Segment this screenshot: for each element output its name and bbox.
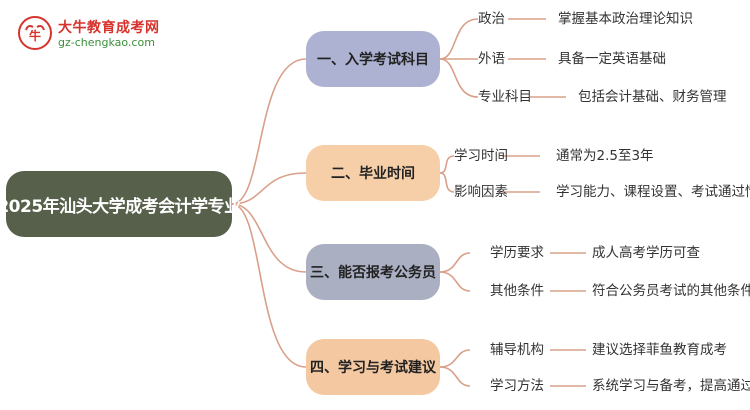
connector-root-b2: [231, 172, 307, 205]
connector-root-b4: [231, 203, 307, 368]
leaf-detail: 具备一定英语基础: [558, 51, 666, 67]
leaf-detail: 通常为2.5至3年: [556, 148, 654, 164]
leaf-label: 其他条件: [490, 283, 544, 299]
logo-url: gz-chengkao.com: [58, 36, 155, 49]
leaf-detail: 成人高考学历可查: [592, 245, 700, 261]
leaf-detail: 包括会计基础、财务管理: [578, 89, 727, 105]
branch-graduation-time: 二、毕业时间: [306, 145, 440, 201]
leaf-label: 学习方法: [490, 378, 544, 394]
leaf-detail: 建议选择菲鱼教育成考: [592, 342, 727, 358]
leaf-label: 外语: [478, 51, 505, 67]
connector-root-b3: [231, 203, 307, 273]
leaf-label: 影响因素: [454, 184, 508, 200]
leaf-detail: 学习能力、课程设置、考试通过情况: [556, 184, 750, 200]
leaf-detail: 符合公务员考试的其他条件: [592, 283, 750, 299]
branch-exam-subjects: 一、入学考试科目: [306, 31, 440, 87]
site-logo[interactable]: 牛 大牛教育成考网 gz-chengkao.com: [18, 14, 168, 54]
root-topic: 2025年汕头大学成考会计学专业: [0, 171, 241, 237]
bull-logo-icon: 牛: [18, 16, 52, 50]
connector-root-b1: [231, 58, 307, 205]
svg-text:牛: 牛: [29, 28, 41, 43]
leaf-label: 学习时间: [454, 148, 508, 164]
leaf-detail: 系统学习与备考，提高通过率: [592, 378, 750, 394]
leaf-detail: 掌握基本政治理论知识: [558, 11, 693, 27]
leaf-label: 专业科目: [478, 89, 532, 105]
leaf-label: 辅导机构: [490, 342, 544, 358]
leaf-label: 政治: [478, 11, 505, 27]
logo-name: 大牛教育成考网: [58, 20, 160, 36]
branch-study-advice: 四、学习与考试建议: [306, 339, 440, 395]
leaf-label: 学历要求: [490, 245, 544, 261]
branch-civil-service: 三、能否报考公务员: [306, 244, 440, 300]
